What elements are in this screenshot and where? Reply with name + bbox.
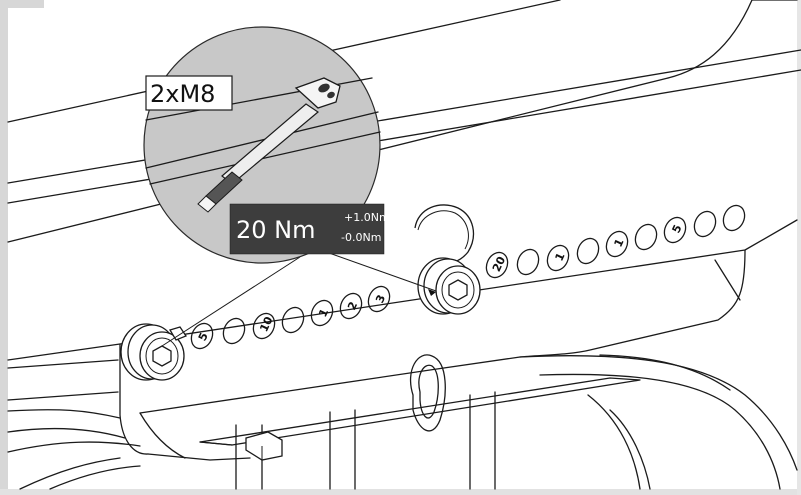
lower-frame-tubes (7, 354, 798, 490)
leader-lines (161, 247, 437, 347)
loop-hook (409, 354, 446, 432)
upper-bolt (417, 257, 481, 315)
hole-num-lower-1: 1 (316, 307, 331, 319)
frame-edge-left (0, 0, 8, 495)
cap-cover (414, 204, 475, 264)
hole-num-upper-5: 5 (670, 223, 685, 235)
lower-hole-row (190, 285, 391, 350)
torque-spec-box: 20 Nm +1.0Nm -0.0Nm (229, 203, 390, 255)
hole-num-upper-1a: 1 (553, 251, 568, 263)
torque-wrench-icon (197, 77, 341, 213)
arrow-tip-upper (428, 289, 436, 296)
frame-edge-right (797, 0, 801, 495)
torque-minus-text: -0.0Nm (341, 231, 381, 244)
long-rail-lines (7, 0, 801, 204)
bolt-size-label: 2xM8 (145, 75, 233, 111)
torque-plus-text: +1.0Nm (344, 211, 390, 224)
lower-bolt (120, 323, 187, 381)
hole-num-upper-1b: 1 (612, 237, 627, 249)
upper-hole-row (485, 204, 746, 279)
hole-num-lower-3: 3 (373, 293, 388, 305)
hole-num-lower-5: 5 (196, 331, 211, 343)
frame-edge-bottom (0, 489, 801, 495)
bolt-size-text: 2xM8 (150, 80, 215, 108)
hole-num-upper-20: 20 (490, 254, 508, 274)
base-plate (199, 377, 641, 446)
torque-value-text: 20 Nm (236, 216, 316, 244)
hole-num-lower-10: 10 (257, 314, 275, 334)
clip-bracket (245, 431, 283, 461)
frame-edge-top (0, 0, 44, 8)
